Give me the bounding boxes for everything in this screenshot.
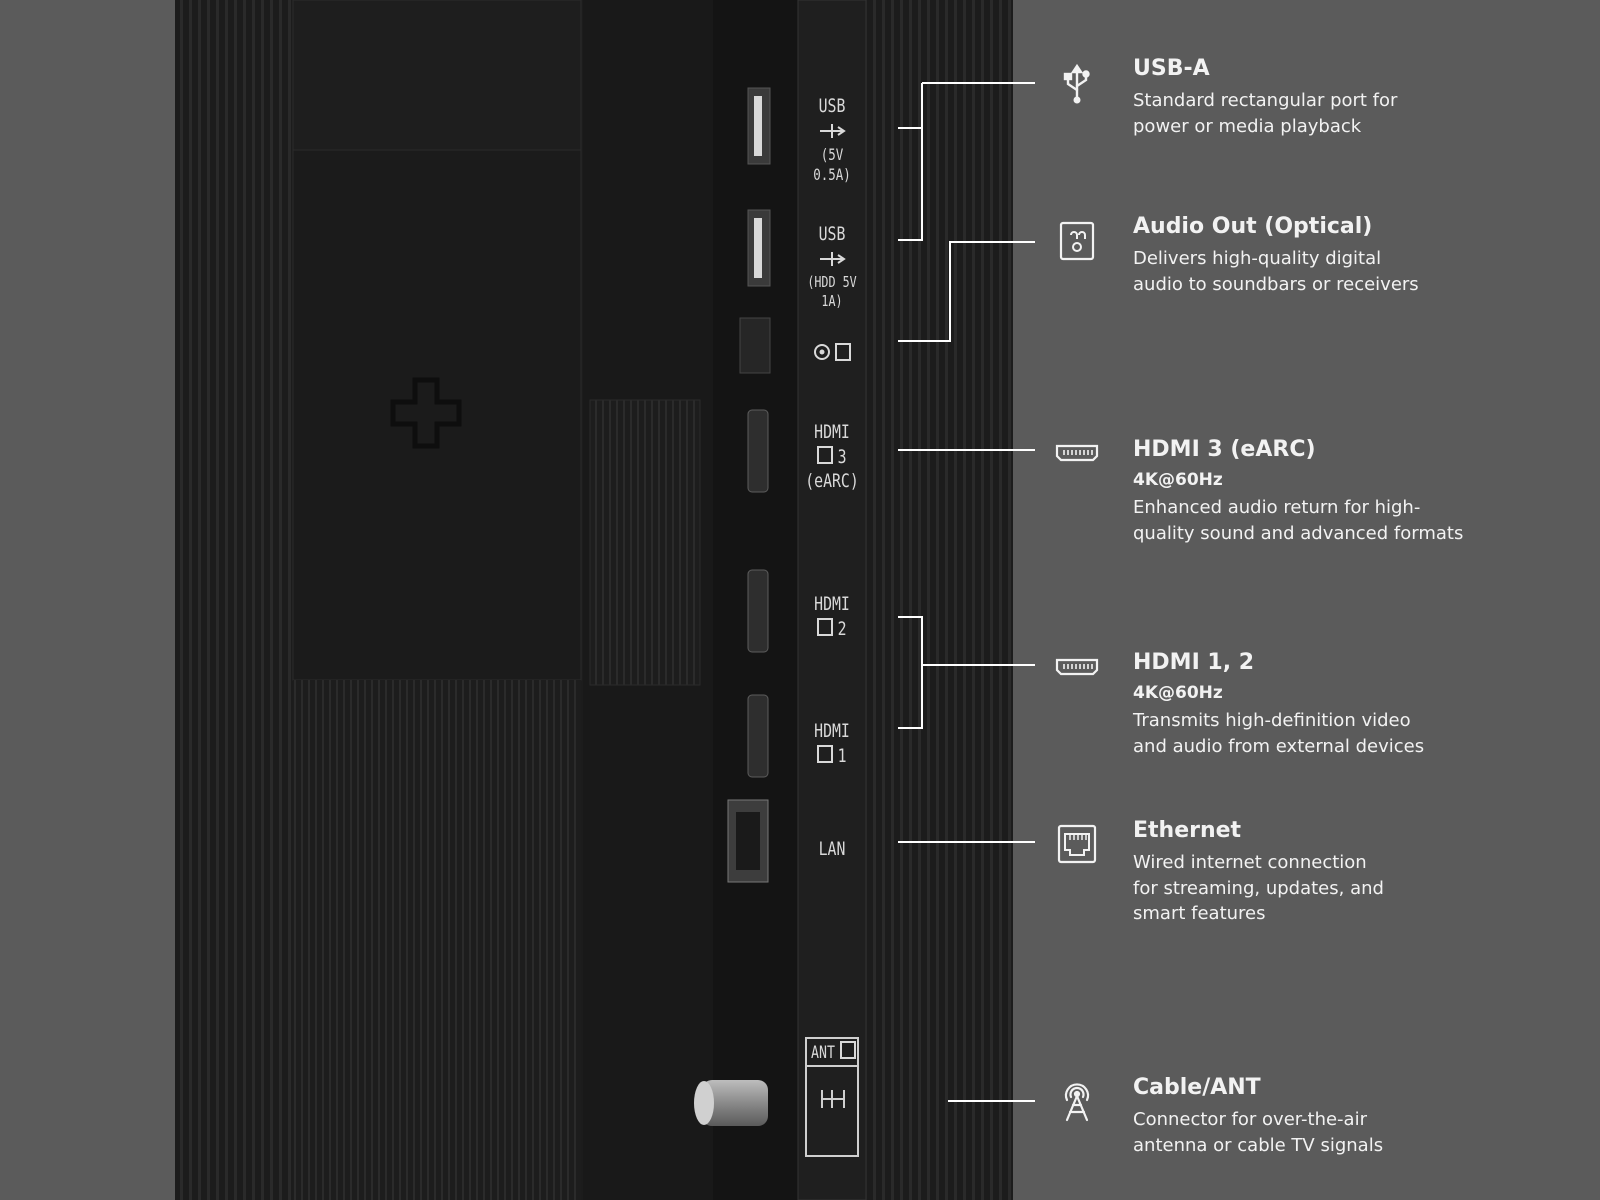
hdmi2-name: HDMI xyxy=(814,593,850,615)
hdmi-icon xyxy=(1055,444,1099,462)
port-info-ethernet: Ethernet Wired internet connection for s… xyxy=(1133,818,1573,926)
hdmi2-number: 2 xyxy=(837,617,847,640)
port-title: USB-A xyxy=(1133,56,1210,81)
antenna-icon xyxy=(1064,1083,1090,1122)
usb2-rating: (HDD 5V 1A) xyxy=(807,272,857,311)
port-title: HDMI 3 (eARC) xyxy=(1133,437,1316,462)
port-description: Transmits high-definition video and audi… xyxy=(1133,710,1425,757)
port-description: Connector for over-the-air antenna or ca… xyxy=(1133,1109,1384,1156)
port-title: Cable/ANT xyxy=(1133,1075,1261,1100)
usb2-name: USB xyxy=(818,223,846,245)
hdmi3-extra: (eARC) xyxy=(805,470,859,493)
port-spec: 4K@60Hz xyxy=(1133,470,1223,491)
port-info-cable-ant: Cable/ANT Connector for over-the-air ant… xyxy=(1133,1075,1573,1158)
korean-sticker-text xyxy=(340,0,560,52)
ethernet-icon xyxy=(1057,824,1097,864)
port-info-audio-out: Audio Out (Optical) Delivers high-qualit… xyxy=(1133,214,1573,297)
usb-icon xyxy=(1063,63,1090,104)
hdmi1-number: 1 xyxy=(837,744,847,767)
port-description: Standard rectangular port for power or m… xyxy=(1133,90,1398,137)
usb2-panel-label: USB (HDD 5V 1A) xyxy=(798,222,867,312)
port-title: Ethernet xyxy=(1133,818,1242,843)
port-title: HDMI 1, 2 xyxy=(1133,650,1255,675)
port-info-hdmi12: HDMI 1, 2 4K@60Hz Transmits high-definit… xyxy=(1133,650,1573,759)
port-description: Wired internet connection for streaming,… xyxy=(1133,852,1384,924)
port-description: Enhanced audio return for high- quality … xyxy=(1133,497,1464,544)
hdmi1-panel-label: HDMI 1 xyxy=(801,719,863,768)
usb1-panel-label: USB (5V 0.5A) xyxy=(801,94,863,186)
usb1-rating: (5V 0.5A) xyxy=(813,144,851,185)
tv-back-panel xyxy=(175,0,1013,1200)
port-info-hdmi3: HDMI 3 (eARC) 4K@60Hz Enhanced audio ret… xyxy=(1133,437,1573,546)
port-spec: 4K@60Hz xyxy=(1133,683,1223,704)
port-description: Delivers high-quality digital audio to s… xyxy=(1133,248,1419,295)
hdmi3-panel-label: HDMI 3 (eARC) xyxy=(801,420,863,494)
port-title: Audio Out (Optical) xyxy=(1133,214,1373,239)
ant-panel-label: ANT xyxy=(811,1043,835,1063)
hdmi3-number: 3 xyxy=(837,445,847,468)
usb1-name: USB xyxy=(818,95,846,117)
lan-panel-label: LAN xyxy=(818,838,846,860)
hdmi-icon xyxy=(1055,658,1099,676)
hdmi2-panel-label: HDMI 2 xyxy=(801,592,863,641)
optical-audio-icon xyxy=(1059,221,1095,261)
port-info-usb-a: USB-A Standard rectangular port for powe… xyxy=(1133,56,1573,139)
hdmi3-name: HDMI xyxy=(814,421,850,443)
hdmi1-name: HDMI xyxy=(814,720,850,742)
